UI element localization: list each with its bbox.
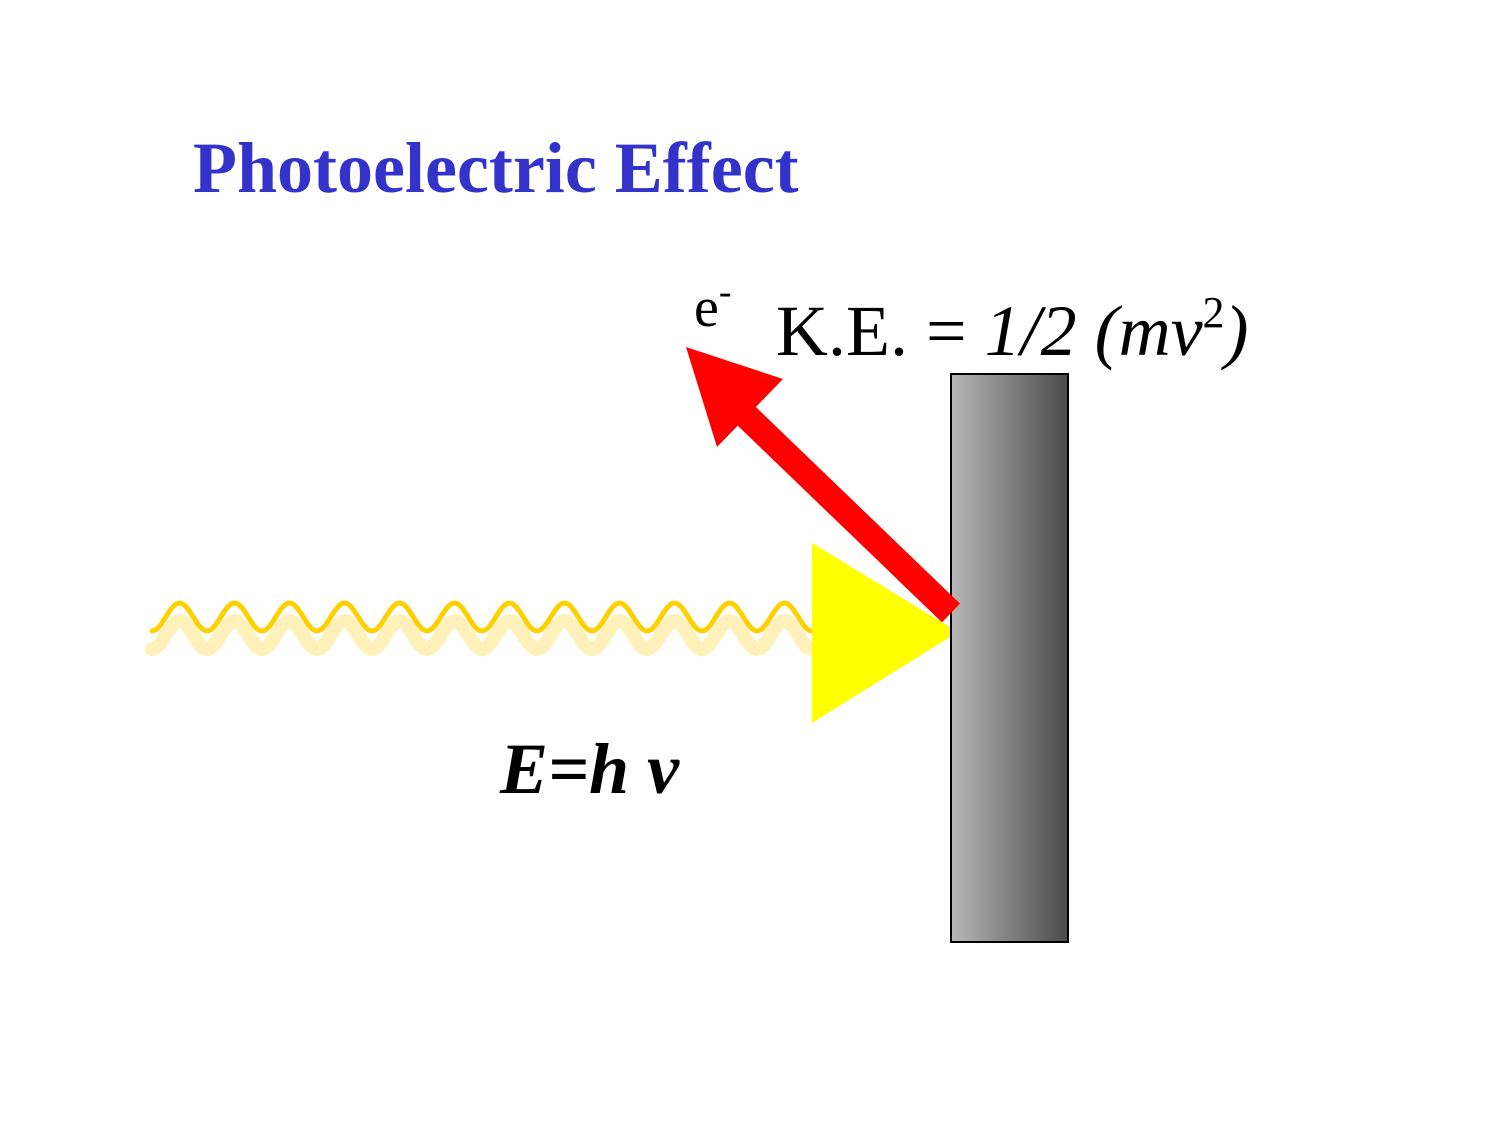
photon-energy-lhs: E=h [499, 729, 647, 809]
ke-exponent: 2 [1203, 288, 1225, 337]
electron-label: e- [694, 271, 732, 339]
metal-plate [950, 373, 1069, 943]
kinetic-energy-equation: K.E. = 1/2 (mv2) [776, 288, 1249, 371]
page-title: Photoelectric Effect [193, 128, 799, 208]
electron-symbol: e [694, 277, 719, 339]
photon-energy-nu: ν [647, 729, 680, 809]
light-arrowhead [812, 543, 958, 723]
electron-arrow-shaft [725, 395, 961, 623]
electron-arrowhead [686, 347, 783, 447]
ke-mv: mv [1119, 291, 1203, 371]
light-wave-line [149, 600, 815, 634]
electron-arrow [686, 347, 961, 623]
photon-energy-equation: E=h ν [499, 729, 680, 809]
ke-open-paren: ( [1077, 291, 1123, 371]
light-wave [145, 600, 819, 657]
ke-lhs: K.E. = [776, 291, 985, 371]
light-wave-glow [145, 613, 819, 657]
ke-close-paren: ) [1221, 291, 1249, 371]
electron-charge: - [719, 271, 732, 313]
ke-fraction: 1/2 [985, 291, 1077, 371]
